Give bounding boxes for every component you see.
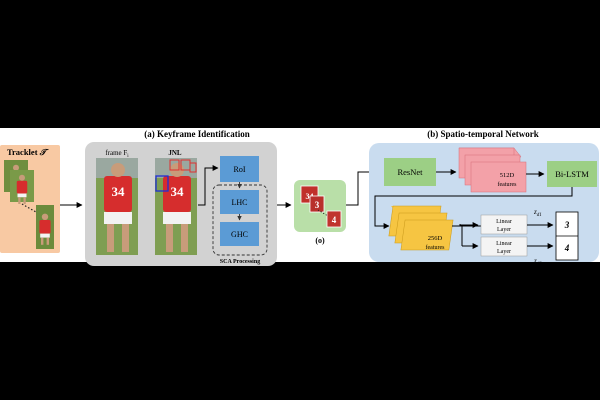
- z-d2-sub: d2: [537, 262, 543, 267]
- resnet-box: [384, 158, 436, 186]
- linear1-line2: Layer: [497, 227, 511, 233]
- features512-stack: 512D features: [458, 147, 527, 193]
- crop-image-3: 4: [326, 210, 342, 228]
- frame-label: frame Fi: [105, 149, 129, 159]
- roi-label: RoI: [234, 165, 246, 174]
- arrow-jnl-to-roi: [198, 165, 219, 206]
- linear1-line1: Linear: [496, 219, 512, 225]
- ghc-box: [220, 222, 259, 246]
- tracklet-text: Tracklet: [7, 147, 38, 157]
- digit-output-2: 4: [564, 243, 570, 253]
- ghc-label: GHC: [231, 230, 248, 239]
- features512-line2: features: [498, 181, 518, 188]
- resnet-label: ResNet: [397, 167, 423, 177]
- tracklet-image-stack: [4, 160, 54, 249]
- features256-line1: 256D: [428, 235, 443, 242]
- linear2-line2: Layer: [497, 249, 511, 255]
- frame-image: 34: [96, 158, 138, 255]
- crop-digit-2: 3: [315, 200, 320, 210]
- jnl-detection-box-red-3: [189, 162, 197, 173]
- features256-stack: 256D features: [388, 205, 454, 251]
- bilstm-label: Bi-LSTM: [555, 169, 589, 179]
- z-d1-label: zd1: [533, 208, 542, 218]
- z-d1-main: z: [533, 208, 537, 216]
- linear2-line1: Linear: [496, 241, 512, 247]
- network-title: (b) Spatio-temporal Network: [427, 129, 539, 139]
- jnl-detection-box-blue: [155, 175, 169, 192]
- jnl-image: 34: [155, 158, 197, 255]
- keyframe-title: (a) Keyframe Identification: [144, 129, 249, 139]
- arrow-bilstm-to-features256: [374, 187, 573, 229]
- crops-label: (o): [315, 236, 325, 245]
- tracklet-dots: [21, 203, 37, 213]
- crop-digit-1: 34: [306, 192, 314, 201]
- z-d1-sub: d1: [537, 213, 542, 218]
- frame-label-text: frame F: [105, 149, 127, 157]
- crops-dots: [317, 209, 329, 217]
- crop-digit-3: 4: [332, 215, 337, 225]
- jnl-detection-box-red-1: [169, 159, 180, 171]
- jnl-label: JNL: [168, 149, 182, 157]
- z-d2-label: zd2: [533, 257, 542, 267]
- jnl-jersey-number: 34: [171, 184, 185, 199]
- lhc-box: [220, 190, 259, 214]
- z-d2-main: z: [533, 257, 537, 265]
- roi-box: [220, 156, 259, 182]
- tracklet-symbol: 𝒯: [39, 147, 50, 157]
- frame-label-sub: i: [127, 154, 129, 159]
- features512-line1: 512D: [500, 172, 515, 179]
- crop-image-2: 3: [309, 195, 325, 213]
- bilstm-box: [547, 161, 597, 187]
- lhc-label: LHC: [232, 198, 248, 207]
- sca-label: SCA Processing: [220, 259, 260, 265]
- digit-output-1: 3: [564, 220, 570, 230]
- frame-jersey-number: 34: [112, 184, 126, 199]
- features256-line2: features: [426, 244, 446, 251]
- tracklet-label: Tracklet 𝒯: [7, 147, 50, 157]
